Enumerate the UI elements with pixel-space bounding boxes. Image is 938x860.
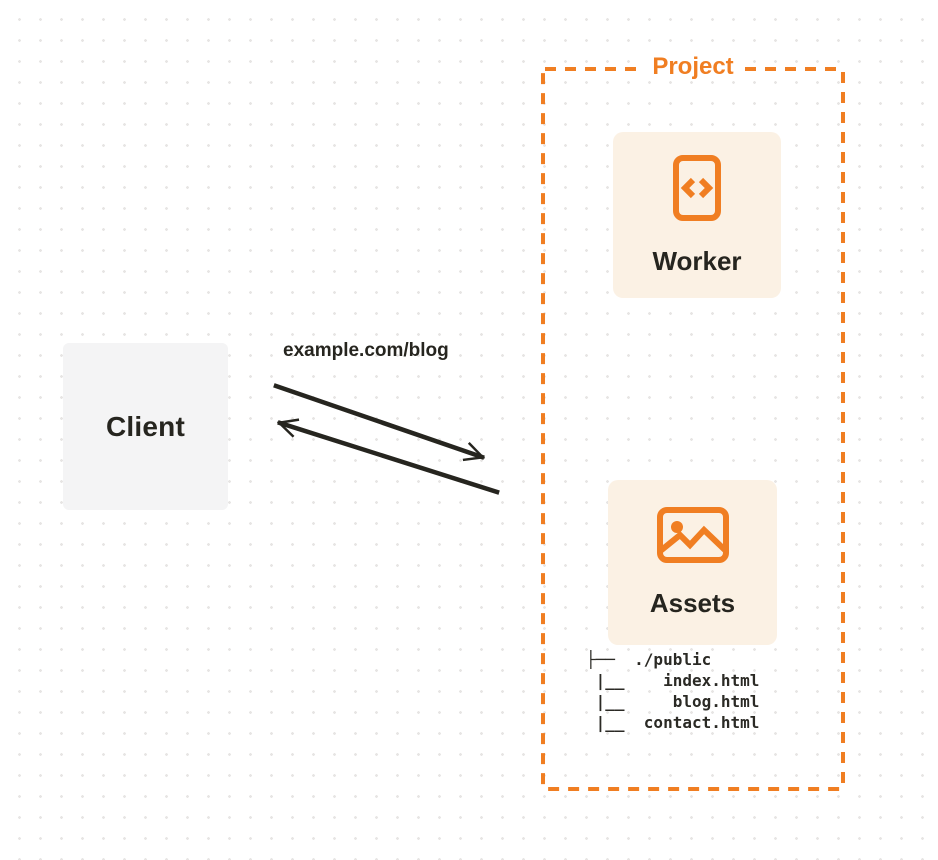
- project-boundary: Project Worker Assets ├── ./public: [540, 54, 846, 792]
- response-arrow: [280, 423, 500, 495]
- assets-label: Assets: [649, 588, 736, 618]
- code-document-icon: [673, 154, 721, 221]
- worker-label: Worker: [652, 245, 742, 276]
- request-url-label: example.com/blog: [283, 340, 449, 361]
- worker-node: Worker: [613, 132, 781, 298]
- request-arrow: [273, 383, 482, 457]
- assets-node: Assets: [608, 480, 777, 645]
- client-node: Client: [63, 343, 228, 510]
- assets-file-tree: ├── ./public |__ index.html |__ blog.htm…: [586, 650, 760, 732]
- image-icon: [656, 507, 729, 563]
- project-label: Project: [644, 54, 742, 80]
- client-label: Client: [106, 410, 185, 442]
